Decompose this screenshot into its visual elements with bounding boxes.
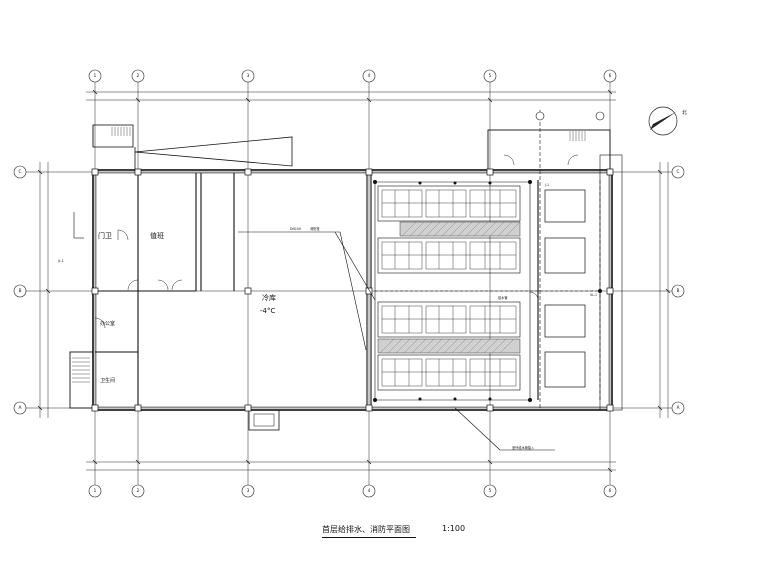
- grid-axes: [26, 82, 672, 486]
- equipment-tag: 消防栓: [310, 226, 320, 231]
- grid-label-3-bottom: 3: [247, 488, 250, 493]
- pipe-fittings: [373, 111, 605, 402]
- storage-racks: [377, 185, 521, 391]
- room-label-toilet: 办公室: [100, 320, 115, 327]
- grid-bubbles-bottom: 1 2 3 4 5 6: [88, 484, 617, 498]
- grid-label-2-bottom: 2: [137, 488, 140, 493]
- grid-label-b-right: B: [677, 288, 680, 293]
- grid-label-a: C: [19, 169, 22, 174]
- grid-label-1: 1: [94, 73, 97, 78]
- room-label-stair-room: 卫生间: [100, 377, 115, 384]
- drawing-title: 首层给排水、消防平面图: [322, 525, 410, 534]
- grid-label-4-bottom: 4: [368, 488, 371, 493]
- grid-label-5: 5: [489, 73, 492, 78]
- section-marker: [73, 212, 84, 239]
- grid-bubbles-rows: C B A C B A: [13, 165, 685, 415]
- grid-label-a-right: C: [677, 169, 680, 174]
- dimension-lines: [37, 89, 671, 473]
- grid-label-b: B: [19, 288, 22, 293]
- drawing-scale: 1:100: [442, 524, 466, 533]
- small-tag-3: JL-1: [57, 259, 64, 263]
- pipe-tag-left: DN100: [290, 227, 301, 231]
- grid-label-4: 4: [368, 73, 371, 78]
- grid-label-6-bottom: 6: [609, 488, 612, 493]
- entrance-canopy: [134, 136, 293, 172]
- room-label-cold-room-temp: -4°C: [260, 307, 275, 315]
- stair-treads: [72, 127, 586, 383]
- grid-label-6: 6: [609, 73, 612, 78]
- grid-label-1-bottom: 1: [94, 488, 97, 493]
- grid-label-c-right: A: [677, 405, 680, 410]
- grid-label-3: 3: [247, 73, 250, 78]
- exterior-walls: [69, 124, 623, 431]
- inlet-note: 室外给水管接入: [512, 445, 535, 450]
- small-tag-1: J-1: [544, 183, 549, 187]
- interior-walls: [95, 173, 539, 407]
- grid-label-2: 2: [137, 73, 140, 78]
- room-label-duty: 值班: [150, 231, 164, 240]
- grid-bubbles-top: 1 2 3 4 5 6: [88, 69, 617, 83]
- aisle-hatching: [379, 221, 521, 354]
- north-arrow: 北: [648, 106, 687, 136]
- grid-label-c: A: [19, 405, 22, 410]
- room-label-cold-room: 冷库: [262, 293, 276, 302]
- drawing-title-block: 首层给排水、消防平面图 1:100: [300, 524, 500, 540]
- title-underline: [322, 537, 416, 538]
- equipment-units: [544, 189, 586, 388]
- structural-columns: [91, 168, 614, 412]
- pipe-note: 给水管: [498, 295, 508, 300]
- small-tag-2: XL-1: [590, 293, 597, 297]
- doors: [94, 154, 579, 329]
- room-label-office: 门卫: [98, 231, 112, 240]
- grid-label-5-bottom: 5: [489, 488, 492, 493]
- north-label: 北: [682, 109, 687, 116]
